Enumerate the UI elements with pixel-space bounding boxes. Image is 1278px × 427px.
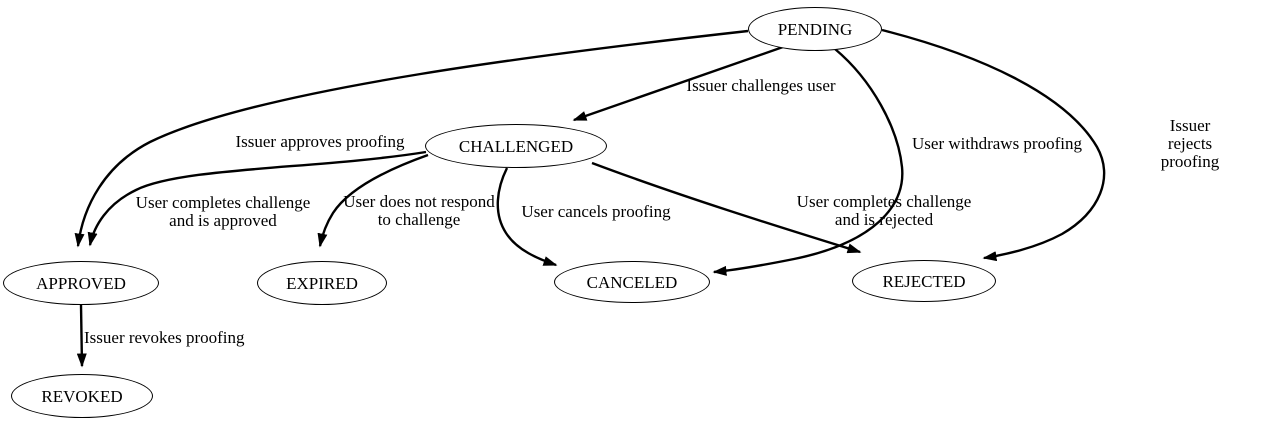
edge-label-user-completes-challenge-approved: User completes challenge and is approved (135, 192, 311, 230)
edge-challenged-canceled (496, 167, 558, 267)
edge-label-issuer-revokes-proofing: Issuer revokes proofing (84, 327, 245, 347)
edge-label-user-does-not-respond: User does not respond to challenge (343, 191, 495, 229)
edge-label-user-cancels-proofing: User cancels proofing (521, 201, 671, 221)
state-label-pending: PENDING (777, 19, 853, 39)
state-label-canceled: CANCELED (586, 272, 678, 292)
state-node-canceled: CANCELED (554, 261, 710, 303)
edge-label-user-completes-challenge-rejected: User completes challenge and is rejected (796, 191, 972, 229)
state-node-expired: EXPIRED (257, 261, 387, 305)
edge-pending-rejected (881, 28, 1106, 262)
state-node-challenged: CHALLENGED (425, 124, 607, 168)
edge-challenged-approved (87, 150, 427, 247)
edge-label-user-withdraws-proofing: User withdraws proofing (912, 133, 1082, 153)
state-label-approved: APPROVED (36, 273, 126, 293)
state-node-pending: PENDING (748, 7, 882, 51)
edge-pending-challenged (572, 45, 784, 122)
state-label-expired: EXPIRED (286, 273, 358, 293)
state-node-approved: APPROVED (3, 261, 159, 305)
state-node-rejected: REJECTED (852, 260, 996, 302)
state-label-rejected: REJECTED (882, 271, 966, 291)
edge-label-issuer-rejects-proofing: Issuer rejects proofing (1160, 115, 1220, 172)
edge-pending-approved (74, 29, 749, 248)
edge-approved-revoked (76, 304, 87, 368)
state-node-revoked: REVOKED (11, 374, 153, 418)
edge-label-issuer-approves-proofing: Issuer approves proofing (235, 131, 405, 151)
edge-pending-canceled (712, 48, 904, 276)
state-label-revoked: REVOKED (41, 386, 123, 406)
edge-challenged-rejected (591, 161, 862, 254)
state-label-challenged: CHALLENGED (458, 136, 574, 156)
edge-challenged-expired (317, 153, 429, 248)
edge-label-issuer-challenges-user: Issuer challenges user (686, 75, 836, 95)
